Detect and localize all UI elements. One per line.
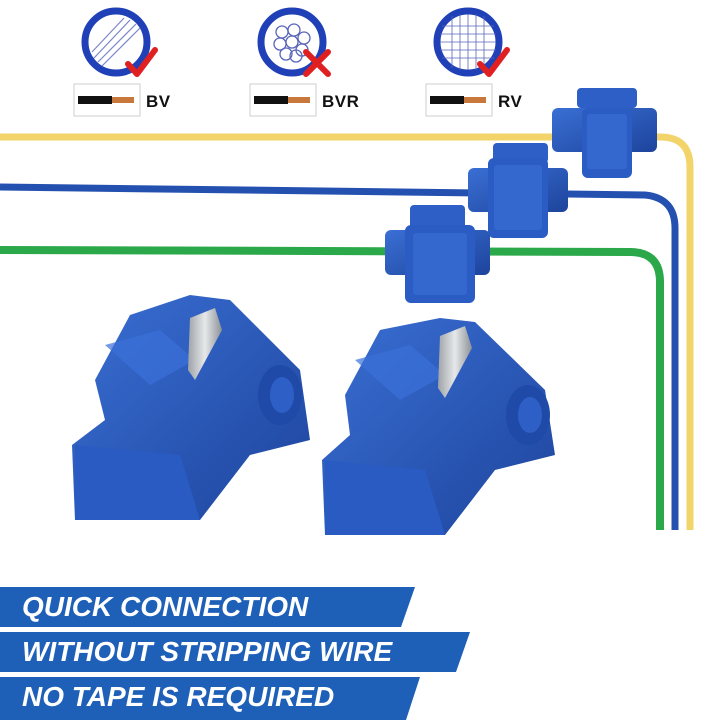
wire-type-label: RV [498,92,523,111]
wire-sample-icon [425,83,493,117]
wire-type-label: BV [146,92,171,111]
large-connector-right [322,318,555,535]
wire-cross-section-icon [81,7,151,77]
legend-bv: BV [72,6,222,118]
legend-bvr: BVR [248,6,398,118]
check-mark-icon [125,47,158,77]
wire-sample-icon [249,83,317,117]
green-wire [0,246,664,530]
wire-type-label: BVR [322,92,360,111]
wire-cross-section-icon [433,7,503,77]
large-connector-left [72,295,310,520]
blue-wire [0,183,679,530]
feature-banner-no-stripping: WITHOUT STRIPPING WIRE [0,632,470,672]
yellow-wire [0,133,694,530]
connector-lower [385,205,490,303]
legend-rv: RV [424,6,574,118]
cross-mark-icon [303,49,331,77]
check-mark-icon [477,47,510,77]
feature-banner-quick-connection: QUICK CONNECTION [0,587,415,627]
connector-top [552,88,657,178]
feature-banner-no-tape: NO TAPE IS REQUIRED [0,677,420,720]
connector-middle [468,143,568,238]
wire-sample-icon [73,83,141,117]
